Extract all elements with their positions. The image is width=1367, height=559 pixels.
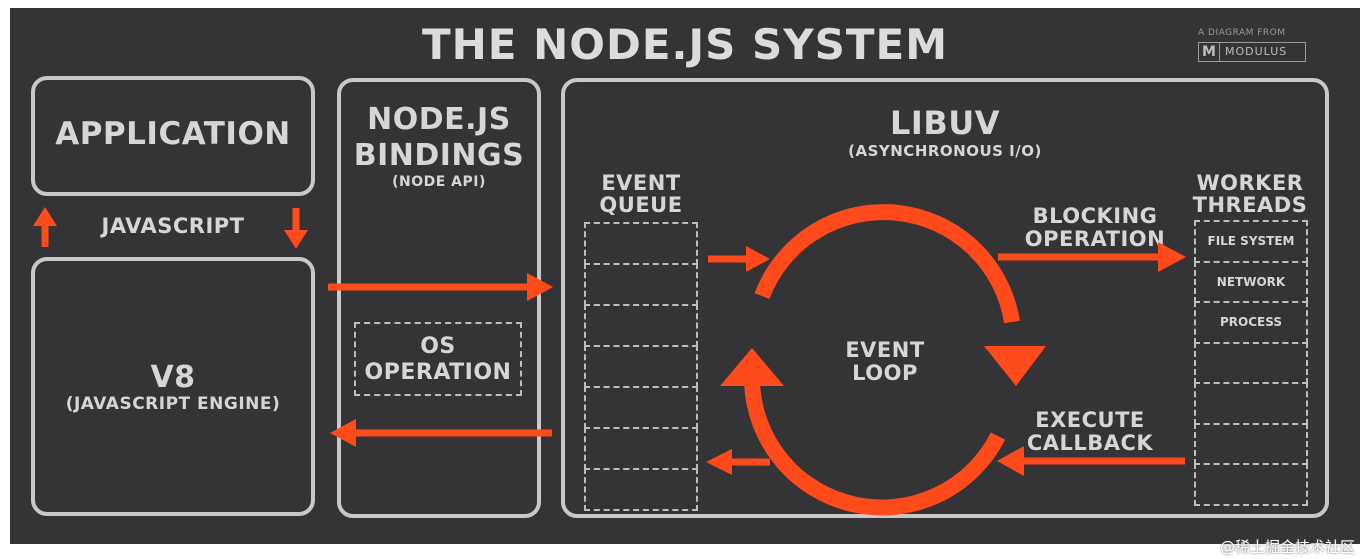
- bindings-title-line2: BINDINGS: [353, 138, 525, 173]
- v8-subtitle: (JAVASCRIPT ENGINE): [65, 394, 281, 414]
- diagram-panel: [10, 8, 1360, 544]
- watermark: @稀土掘金技术社区: [1219, 538, 1355, 556]
- v8-box: [31, 257, 315, 516]
- blocking-line1: BLOCKING: [1032, 204, 1158, 228]
- worker-thread-slot: [1194, 463, 1308, 506]
- event-loop-top-arrowhead: [984, 346, 1046, 386]
- loop-to-queue-arrowhead: [706, 449, 732, 475]
- execute-line2: CALLBACK: [1026, 431, 1154, 455]
- execute-line1: EXECUTE: [1035, 408, 1145, 432]
- diagram-title: THE NODE.JS SYSTEM: [421, 20, 949, 69]
- os-operation-box: [354, 322, 522, 396]
- libuv-to-v8-arrowhead: [330, 419, 356, 447]
- libuv-title: LIBUV: [890, 104, 1000, 142]
- event-loop-top-arc: [754, 204, 1020, 324]
- application-box: [31, 76, 315, 196]
- libuv-box: [561, 78, 1329, 518]
- worker-thread-label: NETWORK: [1216, 274, 1286, 289]
- worker-threads-line1: WORKER: [1196, 171, 1304, 195]
- nodejs-bindings-box: [337, 78, 541, 518]
- v8-title: V8: [150, 360, 196, 395]
- os-label-line1: OS: [420, 334, 456, 359]
- execute-callback-arrowhead: [997, 446, 1024, 476]
- bindings-title-line1: NODE.JS: [367, 102, 511, 137]
- event-queue-line1: EVENT: [601, 171, 681, 195]
- event-loop-line1: EVENT: [845, 338, 925, 362]
- blocking-operation-arrowhead: [1158, 242, 1186, 272]
- event-queue-line2: QUEUE: [599, 193, 683, 217]
- js-up-arrowhead: [33, 207, 57, 226]
- event-loop-bottom-arc: [744, 381, 1006, 516]
- worker-thread-label: FILE SYSTEM: [1207, 234, 1295, 248]
- js-down-arrowhead: [284, 230, 308, 249]
- bindings-subtitle: (NODE API): [392, 174, 486, 190]
- worker-thread-label: PROCESS: [1220, 315, 1282, 329]
- application-label: APPLICATION: [55, 116, 291, 152]
- v8-to-libuv-arrowhead: [527, 273, 553, 301]
- javascript-label: JAVASCRIPT: [101, 214, 245, 238]
- event-queue-slot: [584, 468, 698, 511]
- modulus-logo-mark: M: [1199, 43, 1220, 61]
- modulus-logo: M MODULUS: [1198, 42, 1306, 62]
- event-loop-bottom-arrowhead: [720, 348, 784, 386]
- credit-line: A DIAGRAM FROM: [1198, 28, 1286, 38]
- event-loop-line2: LOOP: [852, 361, 918, 385]
- modulus-brand: MODULUS: [1225, 45, 1288, 58]
- libuv-subtitle: (ASYNCHRONOUS I/O): [848, 142, 1042, 160]
- blocking-line2: OPERATION: [1024, 227, 1166, 251]
- worker-threads-line2: THREADS: [1192, 193, 1308, 217]
- queue-to-loop-arrowhead: [746, 246, 770, 272]
- os-label-line2: OPERATION: [364, 360, 512, 385]
